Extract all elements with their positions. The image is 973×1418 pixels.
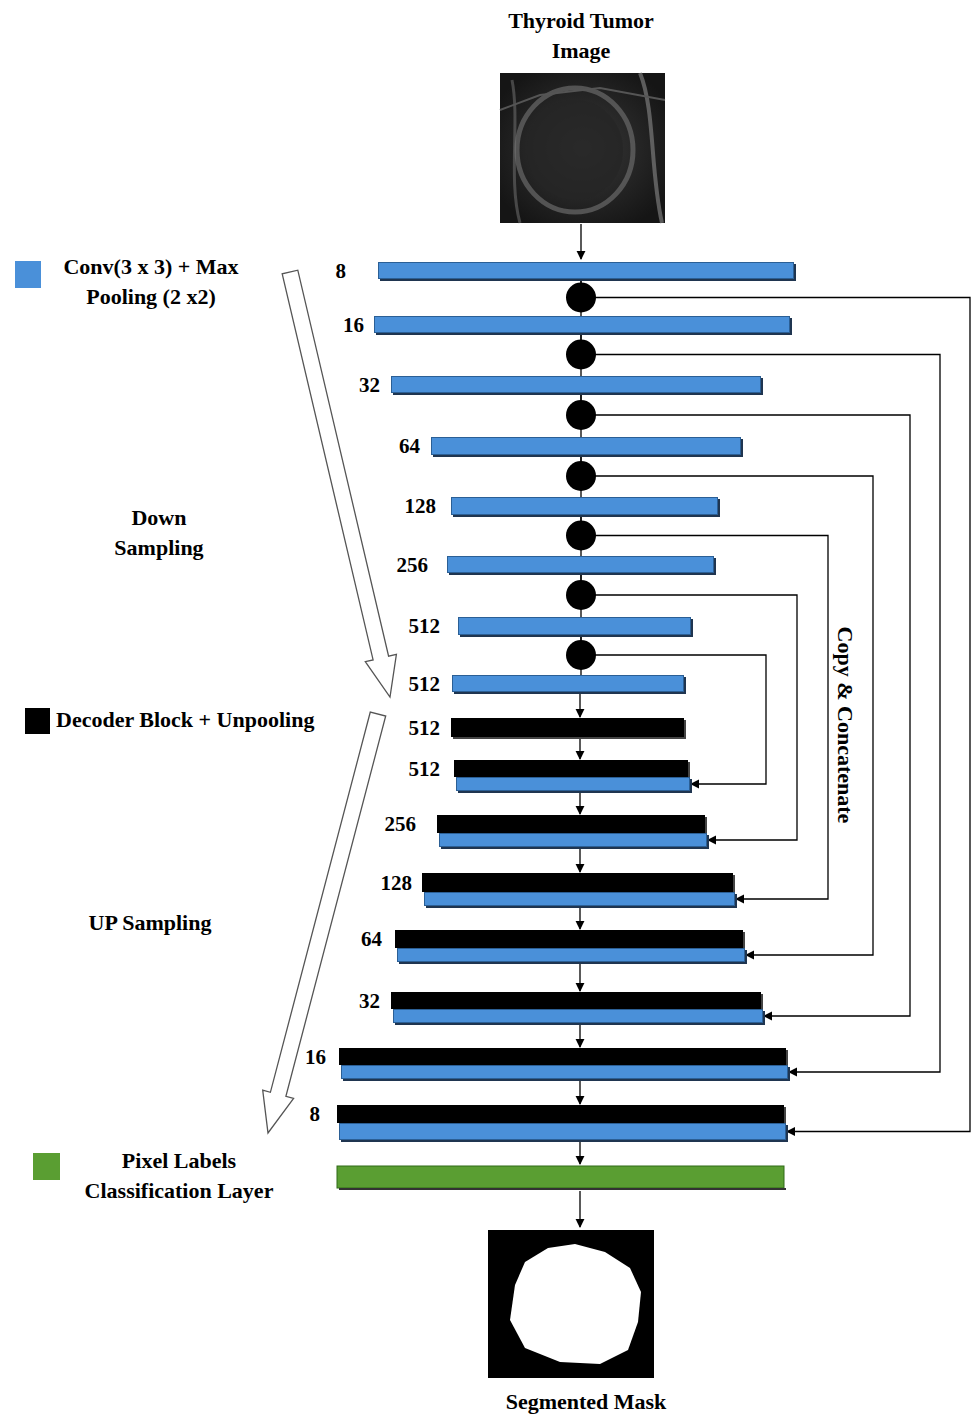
conv-bar: [431, 437, 741, 455]
layer-bar-node: 8: [256, 262, 798, 279]
conv-bar: [458, 617, 691, 635]
layer-bar-node: 32: [290, 992, 765, 1023]
layer-bar-node: 128: [346, 497, 722, 515]
legend-swatch: [25, 708, 50, 734]
layer-bar-node: 512: [350, 617, 695, 635]
conv-bar: [391, 376, 761, 393]
channel-count: 512: [350, 614, 440, 638]
flow-arrow: [579, 1023, 580, 1047]
channel-count: 8: [256, 259, 346, 283]
flow-arrow: [579, 1141, 580, 1164]
decoder-bar: [451, 718, 684, 737]
channel-count: 16: [274, 313, 364, 337]
classification-bar: [337, 1166, 784, 1188]
channel-count: 8: [230, 1102, 320, 1126]
layer-bar-node: 512: [350, 760, 692, 791]
flow-arrow: [579, 1079, 580, 1104]
layer-bar-node: 256: [326, 815, 709, 847]
concat-bar: [456, 777, 690, 791]
layer-bar-node: 512: [350, 675, 688, 692]
caption-label: Segmented Mask: [456, 1387, 716, 1417]
layer-bar-node: 32: [290, 376, 765, 393]
layer-bar-node: 64: [292, 930, 747, 962]
flow-arrow: [579, 847, 580, 872]
caption-label: Down Sampling: [94, 503, 224, 562]
flow-arrow: [579, 737, 580, 759]
direction-arrow: [282, 270, 396, 697]
legend-text: Decoder Block + Unpooling: [56, 705, 356, 735]
channel-count: 512: [350, 757, 440, 781]
channel-count: 32: [290, 989, 380, 1013]
input-arrow: [580, 224, 581, 259]
decoder-bar: [454, 760, 688, 777]
legend-swatch: [15, 261, 41, 288]
conv-bar: [378, 262, 794, 279]
channel-count: 128: [322, 871, 412, 895]
concat-bar: [397, 948, 745, 962]
concat-bar: [341, 1065, 788, 1079]
concat-label: Copy & Concatenate: [830, 625, 860, 826]
channel-count: 32: [290, 373, 380, 397]
channel-count: 128: [346, 494, 436, 518]
flow-arrow: [579, 1191, 580, 1227]
conv-bar: [451, 497, 718, 515]
conv-bar: [447, 556, 714, 573]
flow-arrow: [579, 791, 580, 814]
channel-count: 64: [330, 434, 420, 458]
decoder-bar: [437, 815, 705, 833]
layer-bar-node: 64: [330, 437, 745, 455]
layer-bar-node: 512: [350, 718, 688, 737]
decoder-bar: [391, 992, 761, 1009]
skip-connection: [581, 573, 797, 840]
channel-count: 512: [350, 672, 440, 696]
concat-bar: [393, 1009, 763, 1023]
flow-arrow: [579, 906, 580, 929]
layer-bar-node: 16: [274, 316, 794, 333]
channel-count: 512: [350, 716, 440, 740]
conv-bar: [452, 675, 684, 692]
channel-count: 256: [326, 812, 416, 836]
channel-count: 16: [236, 1045, 326, 1069]
segmented-mask: [488, 1230, 654, 1378]
layer-bar-node: 128: [322, 873, 737, 906]
legend-text: Conv(3 x 3) + Max Pooling (2 x2): [45, 252, 257, 311]
caption-label: UP Sampling: [85, 908, 215, 938]
channel-count: 64: [292, 927, 382, 951]
flow-arrow: [579, 962, 580, 991]
channel-count: 256: [338, 553, 428, 577]
decoder-bar: [395, 930, 743, 948]
concat-bar: [424, 892, 735, 906]
conv-bar: [374, 316, 790, 333]
concat-bar: [439, 833, 707, 847]
flow-arrow: [579, 692, 580, 717]
caption-label: Thyroid Tumor Image: [481, 6, 681, 65]
layer-bar-node: 8: [230, 1105, 788, 1140]
decoder-bar: [422, 873, 733, 892]
ultrasound-image: [500, 73, 665, 223]
legend-text: Pixel Labels Classification Layer: [64, 1146, 294, 1205]
decoder-bar: [339, 1048, 786, 1065]
legend-swatch: [33, 1153, 60, 1180]
layer-bar-node: 16: [236, 1048, 790, 1079]
bar-shadow: [339, 1188, 786, 1190]
layer-bar-node: 256: [338, 556, 718, 573]
concat-bar: [339, 1123, 786, 1140]
skip-connection: [581, 393, 910, 1016]
decoder-bar: [337, 1105, 784, 1123]
